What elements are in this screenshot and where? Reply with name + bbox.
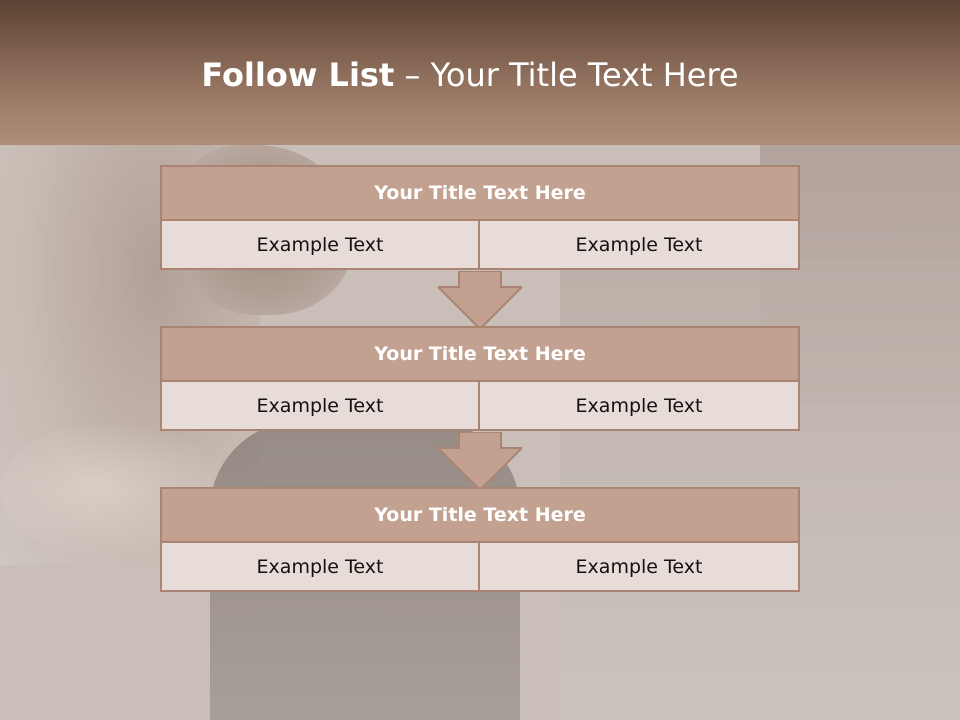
box-cell-left: Example Text [160,543,480,592]
box-cell-right: Example Text [480,221,800,270]
box-heading: Your Title Text Here [160,326,800,382]
box-cell-right: Example Text [480,382,800,431]
header-band: Follow List – Your Title Text Here [0,0,960,145]
box-cell-left: Example Text [160,382,480,431]
title-rest: – Your Title Text Here [394,56,739,94]
box-row: Example Text Example Text [160,382,800,431]
box-row: Example Text Example Text [160,543,800,592]
box-cell-right: Example Text [480,543,800,592]
box-cell-left: Example Text [160,221,480,270]
box-heading: Your Title Text Here [160,165,800,221]
list-box-2: Your Title Text Here Example Text Exampl… [160,326,800,431]
down-arrow-icon [438,432,522,490]
slide-title: Follow List – Your Title Text Here [0,55,940,95]
list-box-3: Your Title Text Here Example Text Exampl… [160,487,800,592]
title-bold: Follow List [201,56,395,94]
box-heading: Your Title Text Here [160,487,800,543]
box-row: Example Text Example Text [160,221,800,270]
list-box-1: Your Title Text Here Example Text Exampl… [160,165,800,270]
down-arrow-icon [438,271,522,329]
